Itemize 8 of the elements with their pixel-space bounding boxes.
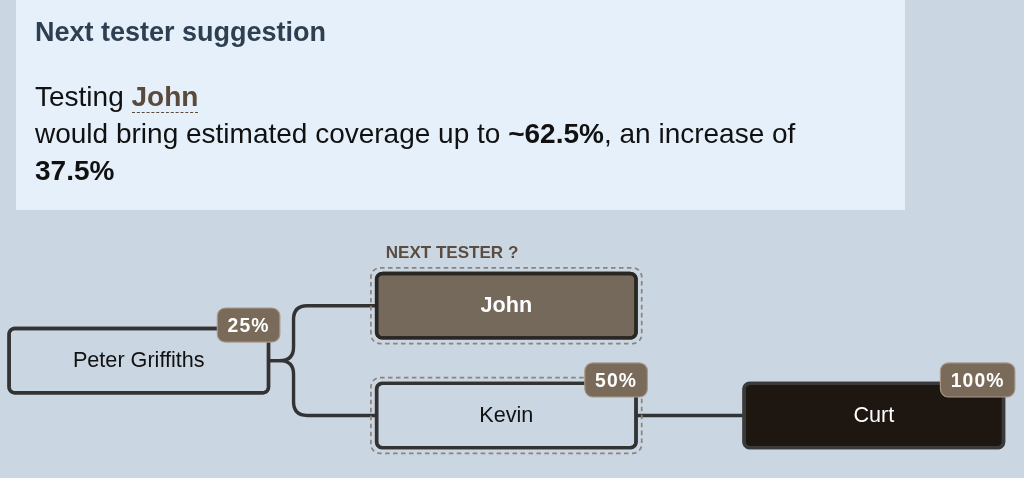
- percentage-badge: 50%: [584, 362, 648, 398]
- node-caption: NEXT TESTER ?: [385, 242, 519, 262]
- suggestion-text: Testing John: [35, 80, 199, 115]
- percentage-badge: 100%: [939, 362, 1016, 398]
- percentage-badge: 25%: [216, 307, 281, 343]
- suggestion-text: would bring estimated coverage up to ~62.5%, an increase of 37.5%: [35, 117, 797, 188]
- tester-box: John: [374, 271, 638, 340]
- panel-heading: Next tester suggestion: [35, 16, 327, 49]
